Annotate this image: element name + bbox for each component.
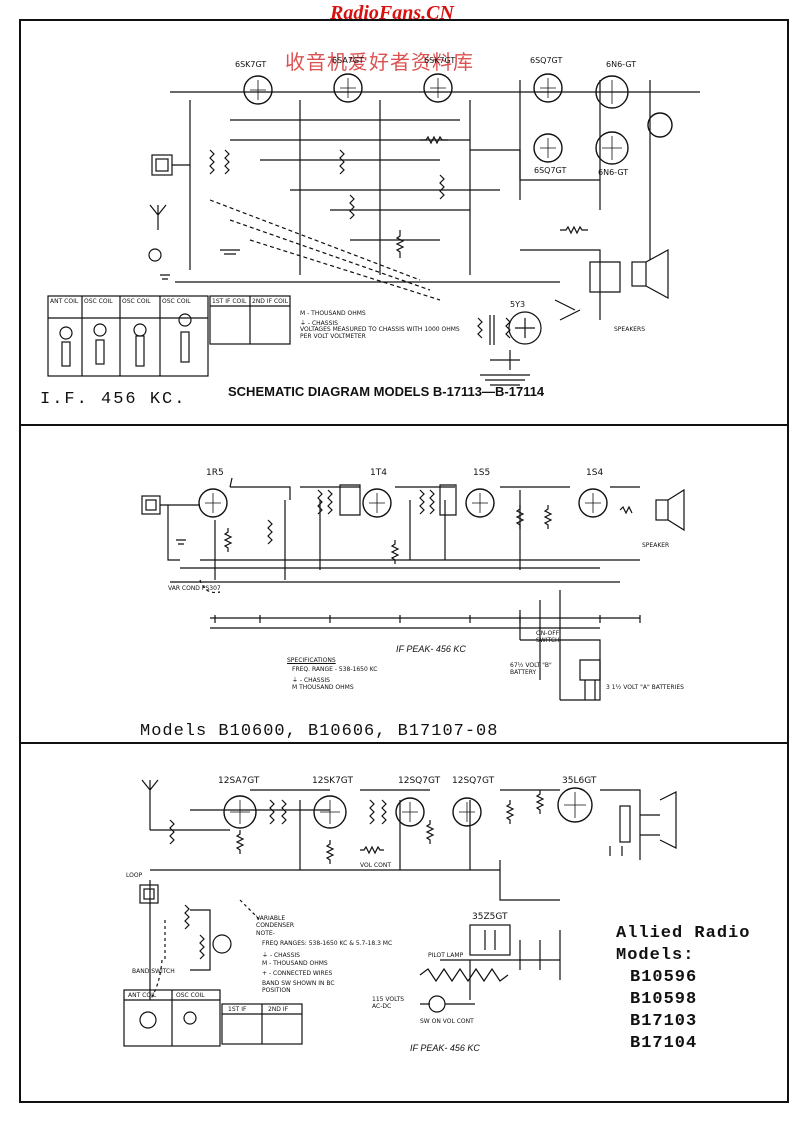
coil-label: 1ST IF COIL bbox=[212, 298, 247, 305]
tube-label: 5Y3 bbox=[510, 300, 526, 309]
note-line: + - CONNECTED WIRES bbox=[262, 970, 333, 977]
coil-box-label: 1ST IF bbox=[228, 1006, 247, 1013]
tube-label: 12SQ7GT bbox=[452, 776, 495, 786]
model-number: B17103 bbox=[630, 1012, 698, 1031]
tube-label: 1S5 bbox=[473, 468, 491, 478]
tube-p1-7 bbox=[595, 131, 629, 165]
pilot-lamp-label: PILOT LAMP bbox=[428, 952, 464, 959]
note-line: VOLTAGES MEASURED TO CHASSIS WITH 1000 O… bbox=[300, 326, 460, 340]
model-number: B10598 bbox=[630, 990, 698, 1009]
model-number: B10596 bbox=[630, 968, 698, 987]
if-peak-label: IF PEAK- 456 KC bbox=[410, 1043, 480, 1053]
tube-p2-1 bbox=[198, 488, 228, 518]
tube-p3-2 bbox=[313, 795, 347, 829]
coil-label: OSC COIL bbox=[162, 298, 191, 305]
tube-p3-4 bbox=[452, 797, 482, 827]
panel-1-title: SCHEMATIC DIAGRAM MODELS B-17113—B-17114 bbox=[228, 384, 545, 399]
b-battery-label: 67½ VOLT "B" BATTERY bbox=[510, 662, 552, 676]
note-line: BAND SW SHOWN IN BC POSITION bbox=[262, 980, 335, 994]
note-line: FREQ RANGES: 538-1650 KC & 5.7-18.3 MC bbox=[262, 940, 393, 947]
tube-label: 6SQ7GT bbox=[534, 166, 567, 175]
tube-p2-3 bbox=[465, 488, 495, 518]
speaker-label: SPEAKER bbox=[642, 542, 670, 549]
band-switch-label: BAND SWITCH bbox=[132, 968, 175, 975]
tube-label: 1R5 bbox=[206, 468, 224, 478]
tube-label: 1T4 bbox=[370, 468, 387, 478]
sw-vol-label: SW ON VOL CONT bbox=[420, 1018, 474, 1025]
spec-line: ⏚ - CHASSIS bbox=[292, 677, 330, 684]
line-voltage-label: 115 VOLTS AC-DC bbox=[372, 996, 405, 1010]
page-frame bbox=[19, 19, 789, 1103]
tube-label: 6N6-GT bbox=[606, 60, 637, 69]
note-line: ⏚ - CHASSIS bbox=[300, 320, 338, 327]
tube-label: 1S4 bbox=[586, 468, 604, 478]
note-line: M - THOUSAND OHMS bbox=[300, 310, 366, 317]
brand-label: Allied Radio bbox=[616, 924, 751, 943]
tube-label: 6N6-GT bbox=[598, 168, 629, 177]
coil-box-label: ANT COIL bbox=[128, 992, 157, 999]
watermark-site: RadioFans.CN bbox=[330, 2, 454, 24]
var-cond-label: VAR COND PS307 bbox=[168, 585, 221, 592]
tube-label: 6SA7GT bbox=[332, 56, 364, 65]
tube-p1-8 bbox=[647, 112, 673, 138]
tube-p3-1 bbox=[223, 795, 257, 829]
tube-p2-2 bbox=[362, 488, 392, 518]
note-title: NOTE- bbox=[256, 930, 275, 937]
if-peak-label: IF PEAK- 456 KC bbox=[396, 644, 466, 654]
coil-box-label: OSC COIL bbox=[176, 992, 205, 999]
loop-label: LOOP bbox=[126, 872, 143, 879]
tube-p1-4 bbox=[533, 73, 563, 103]
tube-p3-5 bbox=[557, 787, 593, 823]
tube-p1-5 bbox=[595, 75, 629, 109]
tube-p1-6 bbox=[533, 133, 563, 163]
coil-label: OSC COIL bbox=[122, 298, 151, 305]
tube-label: 12SA7GT bbox=[218, 776, 260, 786]
a-batteries-label: 3 1½ VOLT "A" BATTERIES bbox=[606, 684, 684, 691]
model-number: B17104 bbox=[630, 1034, 698, 1053]
tube-p1-2 bbox=[333, 73, 363, 103]
models-label: Models: bbox=[616, 946, 695, 965]
tube-label: 35L6GT bbox=[562, 776, 597, 786]
variable-condenser-label: VARIABLE CONDENSER bbox=[256, 915, 295, 929]
tube-label: 6SQ7GT bbox=[530, 56, 563, 65]
tube-p1-1 bbox=[243, 75, 273, 105]
speakers-label: SPEAKERS bbox=[614, 326, 646, 333]
tube-p1-3 bbox=[423, 73, 453, 103]
tube-label: 6SK7GT bbox=[424, 56, 456, 65]
tube-label: 12SK7GT bbox=[312, 776, 353, 786]
coil-box-label: 2ND IF bbox=[268, 1006, 289, 1013]
if-frequency-label: I.F. 456 KC. bbox=[40, 390, 187, 409]
panel-2-title: Models B10600, B10606, B17107-08 bbox=[140, 722, 499, 741]
coil-label: 2ND IF COIL bbox=[252, 298, 288, 305]
note-line: M - THOUSAND OHMS bbox=[262, 960, 328, 967]
panel-divider bbox=[19, 424, 789, 426]
tube-label: 35Z5GT bbox=[472, 912, 508, 922]
coil-label: ANT COIL bbox=[50, 298, 79, 305]
note-line: ⏚ - CHASSIS bbox=[262, 952, 300, 959]
tube-p3-3 bbox=[395, 797, 425, 827]
tube-label: 12SQ7GT bbox=[398, 776, 441, 786]
panel-divider bbox=[19, 742, 789, 744]
watermark-cn: 收音机爱好者资料库 bbox=[285, 50, 474, 74]
coil-label: OSC COIL bbox=[84, 298, 113, 305]
spec-line: M THOUSAND OHMS bbox=[292, 684, 354, 691]
spec-line: FREQ. RANGE - 538-1650 KC bbox=[292, 666, 378, 673]
tube-p2-4 bbox=[578, 488, 608, 518]
specs-title: SPECIFICATIONS bbox=[287, 657, 336, 664]
tube-label: 6SK7GT bbox=[235, 60, 267, 69]
vol-cont-label: VOL CONT bbox=[360, 862, 392, 869]
switch-label: ON-OFF SWITCH bbox=[536, 630, 560, 644]
